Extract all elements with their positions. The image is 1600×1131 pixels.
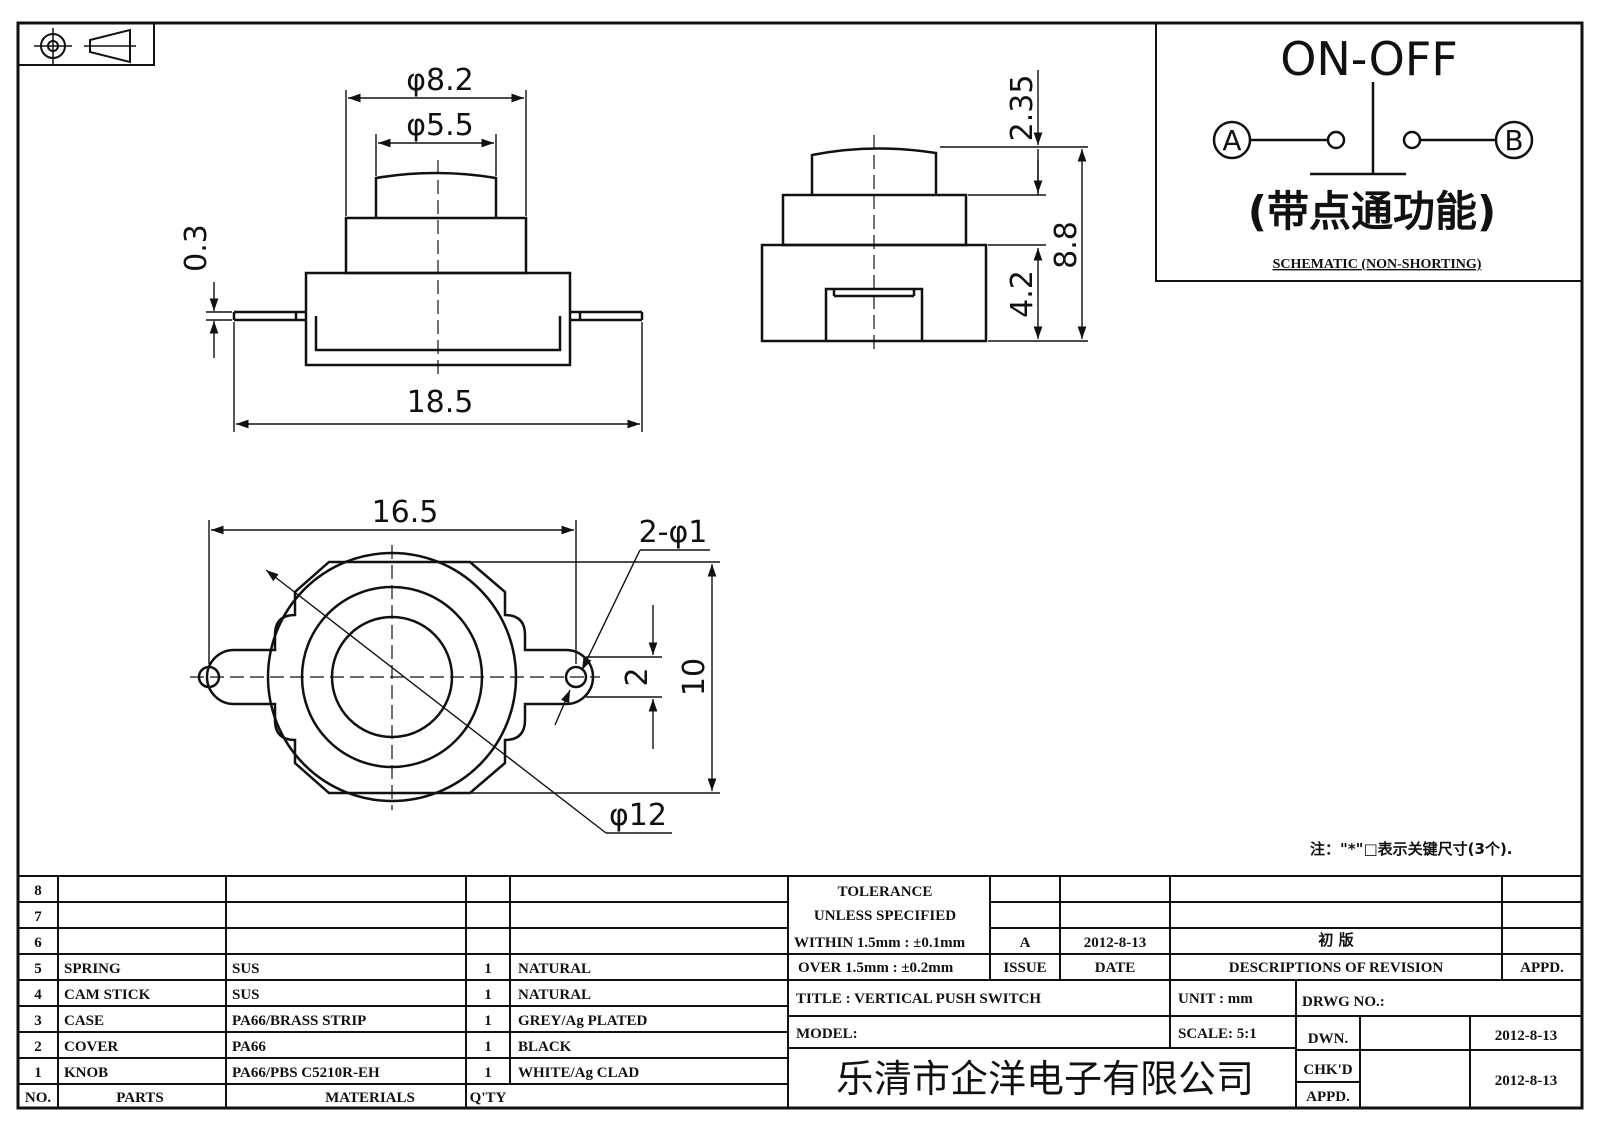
dim-2: 2 xyxy=(620,667,655,686)
dim-18-5: 18.5 xyxy=(407,385,474,420)
dim-8-8: 8.8 xyxy=(1049,221,1084,269)
row-finish: NATURAL xyxy=(518,961,591,977)
tolerance-line-2: UNLESS SPECIFIED xyxy=(814,908,956,924)
row-qty: 1 xyxy=(484,961,492,977)
appd-label: APPD. xyxy=(1520,960,1564,976)
row-part: COVER xyxy=(64,1039,118,1055)
key-dimension-note: 注："*"□表示关键尺寸(3个). xyxy=(1310,840,1513,858)
row-finish: BLACK xyxy=(518,1039,572,1055)
row-no: 5 xyxy=(34,961,42,977)
title-block-grid xyxy=(18,875,1582,1108)
parts-list: 8 7 6 5 4 3 2 1 SPRING CAM STICK CASE CO… xyxy=(25,883,648,1106)
tolerance-block: TOLERANCE UNLESS SPECIFIED WITHIN 1.5mm … xyxy=(794,884,966,976)
date-label: DATE xyxy=(1095,960,1136,976)
row-finish: GREY/Ag PLATED xyxy=(518,1013,647,1029)
row-part: CAM STICK xyxy=(64,987,151,1003)
row-no: 1 xyxy=(34,1065,42,1081)
side-dimensions xyxy=(940,70,1088,342)
dim-2-35: 2.35 xyxy=(1005,75,1040,142)
row-no: 4 xyxy=(34,987,42,1003)
appd-sign-label: APPD. xyxy=(1306,1089,1350,1105)
tolerance-line-4: OVER 1.5mm : ±0.2mm xyxy=(798,960,954,976)
dwn-date: 2012-8-13 xyxy=(1495,1028,1558,1044)
row-finish: NATURAL xyxy=(518,987,591,1003)
tolerance-line-3: WITHIN 1.5mm : ±0.1mm xyxy=(794,935,966,951)
row-material: PA66 xyxy=(232,1039,266,1055)
row-part: CASE xyxy=(64,1013,104,1029)
row-qty: 1 xyxy=(484,1065,492,1081)
issue-label: ISSUE xyxy=(1003,960,1046,976)
row-finish: WHITE/Ag CLAD xyxy=(518,1065,639,1081)
row-part: KNOB xyxy=(64,1065,108,1081)
schematic-title: ON-OFF xyxy=(1280,32,1458,86)
dim-10: 10 xyxy=(677,658,712,696)
revision-description: 初 版 xyxy=(1318,931,1353,949)
row-material: SUS xyxy=(232,987,260,1003)
top-center-lines xyxy=(190,545,600,810)
row-no: 8 xyxy=(34,883,42,899)
tolerance-line-1: TOLERANCE xyxy=(838,884,933,900)
schematic-subtitle: (带点通功能) xyxy=(1248,187,1496,236)
row-no: 7 xyxy=(34,909,42,925)
header-no: NO. xyxy=(25,1090,52,1106)
header-qty: Q'TY xyxy=(470,1090,507,1106)
company-name: 乐清市企洋电子有限公司 xyxy=(836,1057,1254,1101)
front-dimensions xyxy=(206,90,643,432)
drwg-no-label: DRWG NO.: xyxy=(1302,994,1385,1010)
revision-issue: A xyxy=(1020,935,1031,951)
header-parts: PARTS xyxy=(116,1090,164,1106)
dim-16-5: 16.5 xyxy=(372,495,439,530)
desc-label: DESCRIPTIONS OF REVISION xyxy=(1229,960,1444,976)
row-qty: 1 xyxy=(484,1013,492,1029)
terminal-a-label: A xyxy=(1222,124,1241,157)
terminal-b-label: B xyxy=(1504,124,1523,157)
drawing-border xyxy=(16,21,1584,1110)
dim-4-2: 4.2 xyxy=(1005,270,1040,318)
top-dimensions xyxy=(208,520,720,834)
row-qty: 1 xyxy=(484,1039,492,1055)
row-material: PA66/PBS C5210R-EH xyxy=(232,1065,380,1081)
dim-phi-12: φ12 xyxy=(609,798,667,833)
row-no: 2 xyxy=(34,1039,42,1055)
scale-label: SCALE: 5:1 xyxy=(1178,1026,1257,1042)
row-qty: 1 xyxy=(484,987,492,1003)
revision-date: 2012-8-13 xyxy=(1084,935,1147,951)
row-material: SUS xyxy=(232,961,260,977)
dim-hole: 2-φ1 xyxy=(639,515,708,550)
row-material: PA66/BRASS STRIP xyxy=(232,1013,366,1029)
dwn-label: DWN. xyxy=(1308,1031,1349,1047)
title-block: TITLE : VERTICAL PUSH SWITCH MODEL: UNIT… xyxy=(796,991,1557,1105)
chkd-date: 2012-8-13 xyxy=(1495,1073,1558,1089)
row-no: 3 xyxy=(34,1013,42,1029)
schematic-panel: ON-OFF A B (带点通功能) SCHEMATIC (NON-SHORTI… xyxy=(1155,22,1583,282)
header-materials: MATERIALS xyxy=(325,1090,415,1106)
schematic-caption: SCHEMATIC (NON-SHORTING) xyxy=(1273,257,1482,272)
projection-symbol xyxy=(17,22,155,66)
revision-block: A 2012-8-13 初 版 ISSUE DATE DESCRIPTIONS … xyxy=(1003,931,1564,976)
unit-label: UNIT : mm xyxy=(1178,991,1253,1007)
model-label: MODEL: xyxy=(796,1026,858,1042)
drawing-title: TITLE : VERTICAL PUSH SWITCH xyxy=(796,991,1041,1007)
dim-phi-8-2: φ8.2 xyxy=(406,63,474,98)
dim-0-3: 0.3 xyxy=(179,224,214,272)
dim-phi-5-5: φ5.5 xyxy=(406,108,474,143)
row-no: 6 xyxy=(34,935,42,951)
row-part: SPRING xyxy=(64,961,121,977)
chkd-label: CHK'D xyxy=(1303,1062,1352,1078)
